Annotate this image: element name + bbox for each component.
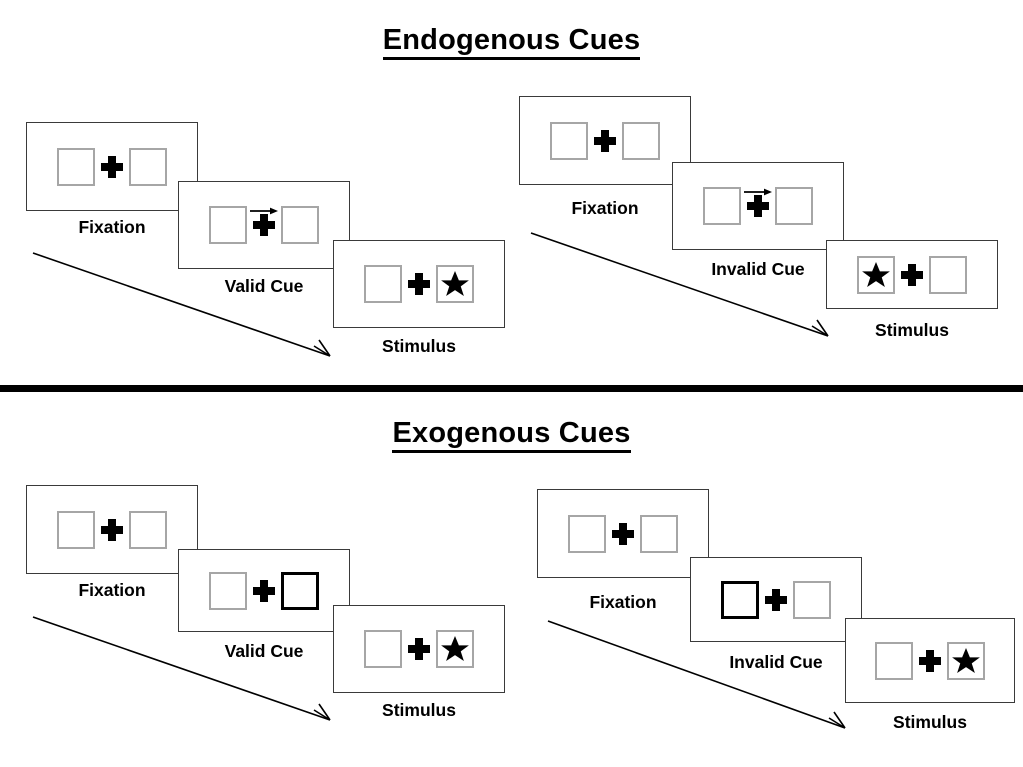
right-box bbox=[129, 510, 167, 549]
right-box bbox=[622, 121, 660, 160]
fixation-cross-icon bbox=[606, 515, 640, 553]
caption-exogenous-valid-cue: Valid Cue bbox=[224, 641, 304, 661]
left-box bbox=[364, 265, 402, 303]
trial-panel-endogenous-valid-fixation bbox=[26, 122, 198, 211]
section-title-endogenous: Endogenous Cues bbox=[0, 24, 1023, 60]
fixation-cross-icon bbox=[913, 642, 947, 680]
trial-panel-endogenous-valid-stimulus bbox=[333, 240, 505, 328]
cue-arrow-right-icon bbox=[249, 205, 279, 217]
trial-panel-exogenous-valid-stimulus bbox=[333, 605, 505, 693]
fixation-cross-icon bbox=[741, 187, 775, 225]
left-box-cued bbox=[721, 580, 759, 619]
trial-panel-exogenous-valid-fixation bbox=[26, 485, 198, 574]
right-box bbox=[793, 580, 831, 619]
section-divider bbox=[0, 385, 1023, 392]
trial-panel-endogenous-invalid-fixation bbox=[519, 96, 691, 185]
trial-panel-exogenous-invalid-stimulus bbox=[845, 618, 1015, 703]
caption-exogenous-invalid-fixation: Fixation bbox=[589, 592, 657, 612]
left-box bbox=[568, 514, 606, 553]
left-box bbox=[550, 121, 588, 160]
caption-exogenous-valid-fixation: Fixation bbox=[78, 580, 146, 600]
fixation-cross-icon bbox=[759, 581, 793, 619]
cue-arrow-right-icon bbox=[743, 186, 773, 198]
section-title-endogenous-text: Endogenous Cues bbox=[382, 24, 641, 60]
caption-endogenous-valid-fixation: Fixation bbox=[78, 217, 146, 237]
left-box bbox=[57, 147, 95, 186]
left-box bbox=[57, 510, 95, 549]
caption-exogenous-invalid-stimulus: Stimulus bbox=[893, 712, 967, 732]
fixation-cross-icon bbox=[95, 148, 129, 186]
star-icon bbox=[441, 636, 469, 661]
trial-panel-exogenous-invalid-fixation bbox=[537, 489, 709, 578]
left-box bbox=[209, 571, 247, 610]
star-icon bbox=[441, 271, 469, 296]
right-box bbox=[640, 514, 678, 553]
star-icon bbox=[862, 261, 890, 287]
trial-panel-endogenous-invalid-cue bbox=[672, 162, 844, 250]
fixation-cross-icon bbox=[402, 630, 436, 668]
caption-exogenous-valid-stimulus: Stimulus bbox=[382, 700, 456, 720]
trial-panel-endogenous-invalid-stimulus bbox=[826, 240, 998, 309]
fixation-cross-icon bbox=[247, 572, 281, 610]
left-box bbox=[703, 187, 741, 225]
fixation-cross-icon bbox=[95, 511, 129, 549]
left-box bbox=[209, 206, 247, 244]
left-box bbox=[364, 630, 402, 668]
right-box-cued bbox=[281, 571, 319, 610]
left-box bbox=[875, 641, 913, 680]
trial-panel-endogenous-valid-cue bbox=[178, 181, 350, 269]
caption-endogenous-valid-cue: Valid Cue bbox=[224, 276, 304, 296]
fixation-cross-icon bbox=[895, 256, 929, 294]
fixation-cross-icon bbox=[588, 122, 622, 160]
fixation-cross-icon bbox=[402, 265, 436, 303]
caption-endogenous-invalid-stimulus: Stimulus bbox=[875, 320, 949, 340]
fixation-cross-icon bbox=[247, 206, 281, 244]
right-box bbox=[436, 265, 474, 303]
right-box bbox=[436, 630, 474, 668]
caption-endogenous-invalid-fixation: Fixation bbox=[571, 198, 639, 218]
caption-exogenous-invalid-cue: Invalid Cue bbox=[729, 652, 823, 672]
right-box bbox=[129, 147, 167, 186]
section-title-exogenous: Exogenous Cues bbox=[0, 417, 1023, 453]
caption-endogenous-invalid-cue: Invalid Cue bbox=[711, 259, 805, 279]
right-box bbox=[281, 206, 319, 244]
caption-endogenous-valid-stimulus: Stimulus bbox=[382, 336, 456, 356]
right-box bbox=[929, 255, 967, 294]
right-box bbox=[775, 187, 813, 225]
left-box bbox=[857, 255, 895, 294]
trial-panel-exogenous-valid-cue bbox=[178, 549, 350, 632]
star-icon bbox=[952, 647, 980, 673]
section-title-exogenous-text: Exogenous Cues bbox=[392, 417, 631, 453]
trial-panel-exogenous-invalid-cue bbox=[690, 557, 862, 642]
right-box bbox=[947, 641, 985, 680]
